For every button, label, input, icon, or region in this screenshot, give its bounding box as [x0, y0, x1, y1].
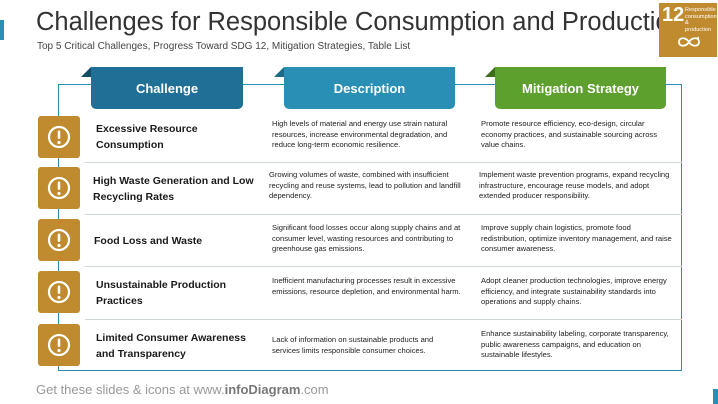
row-divider [85, 266, 682, 267]
row-divider [85, 319, 682, 320]
footer-credit: Get these slides & icons at www.infoDiag… [36, 382, 329, 397]
left-accent-bar [0, 20, 4, 40]
sdg-badge: 12 Responsible consumption & production [659, 3, 717, 57]
challenge-label: Unsustainable Production Practices [96, 279, 227, 307]
description-cell: Significant food losses occur along supp… [272, 223, 461, 254]
challenge-label: Limited Consumer Awareness and Transpare… [96, 332, 246, 360]
right-accent-bar [713, 389, 718, 404]
page-title: Challenges for Responsible Consumption a… [36, 8, 684, 36]
row-divider [85, 214, 682, 215]
footer-suffix: .com [300, 382, 329, 397]
mitigation-cell: Improve supply chain logistics, promote … [481, 223, 672, 254]
description-cell: Inefficient manufacturing processes resu… [272, 276, 461, 296]
description-cell: Growing volumes of waste, combined with … [269, 170, 461, 201]
challenge-label: High Waste Generation and Low Recycling … [93, 175, 254, 203]
page-subtitle: Top 5 Critical Challenges, Progress Towa… [37, 41, 411, 52]
exclamation-circle-icon [38, 167, 80, 209]
column-header-mitigation: Mitigation Strategy [495, 67, 666, 109]
column-header-challenge: Challenge [91, 67, 243, 109]
footer-prefix: Get these slides & icons at www. [36, 382, 225, 397]
description-cell: High levels of material and energy use s… [272, 119, 448, 150]
exclamation-circle-icon [38, 324, 80, 366]
sdg-text: Responsible consumption & production [685, 7, 717, 33]
exclamation-circle-icon [38, 219, 80, 261]
row-divider [85, 162, 682, 163]
mitigation-cell: Enhance sustainability labeling, corpora… [481, 329, 669, 360]
infinity-arrow-icon [678, 36, 700, 47]
description-cell: Lack of information on sustainable produ… [272, 335, 434, 355]
mitigation-cell: Implement waste prevention programs, exp… [479, 170, 670, 201]
exclamation-circle-icon [38, 271, 80, 313]
exclamation-circle-icon [38, 116, 80, 158]
column-header-description: Description [284, 67, 455, 109]
challenge-label: Excessive Resource Consumption [96, 123, 198, 151]
challenge-label: Food Loss and Waste [94, 235, 203, 247]
sdg-number: 12 [662, 4, 685, 26]
mitigation-cell: Adopt cleaner production technologies, i… [481, 276, 667, 307]
footer-brand: infoDiagram [224, 382, 301, 397]
mitigation-cell: Promote resource efficiency, eco-design,… [481, 119, 658, 150]
